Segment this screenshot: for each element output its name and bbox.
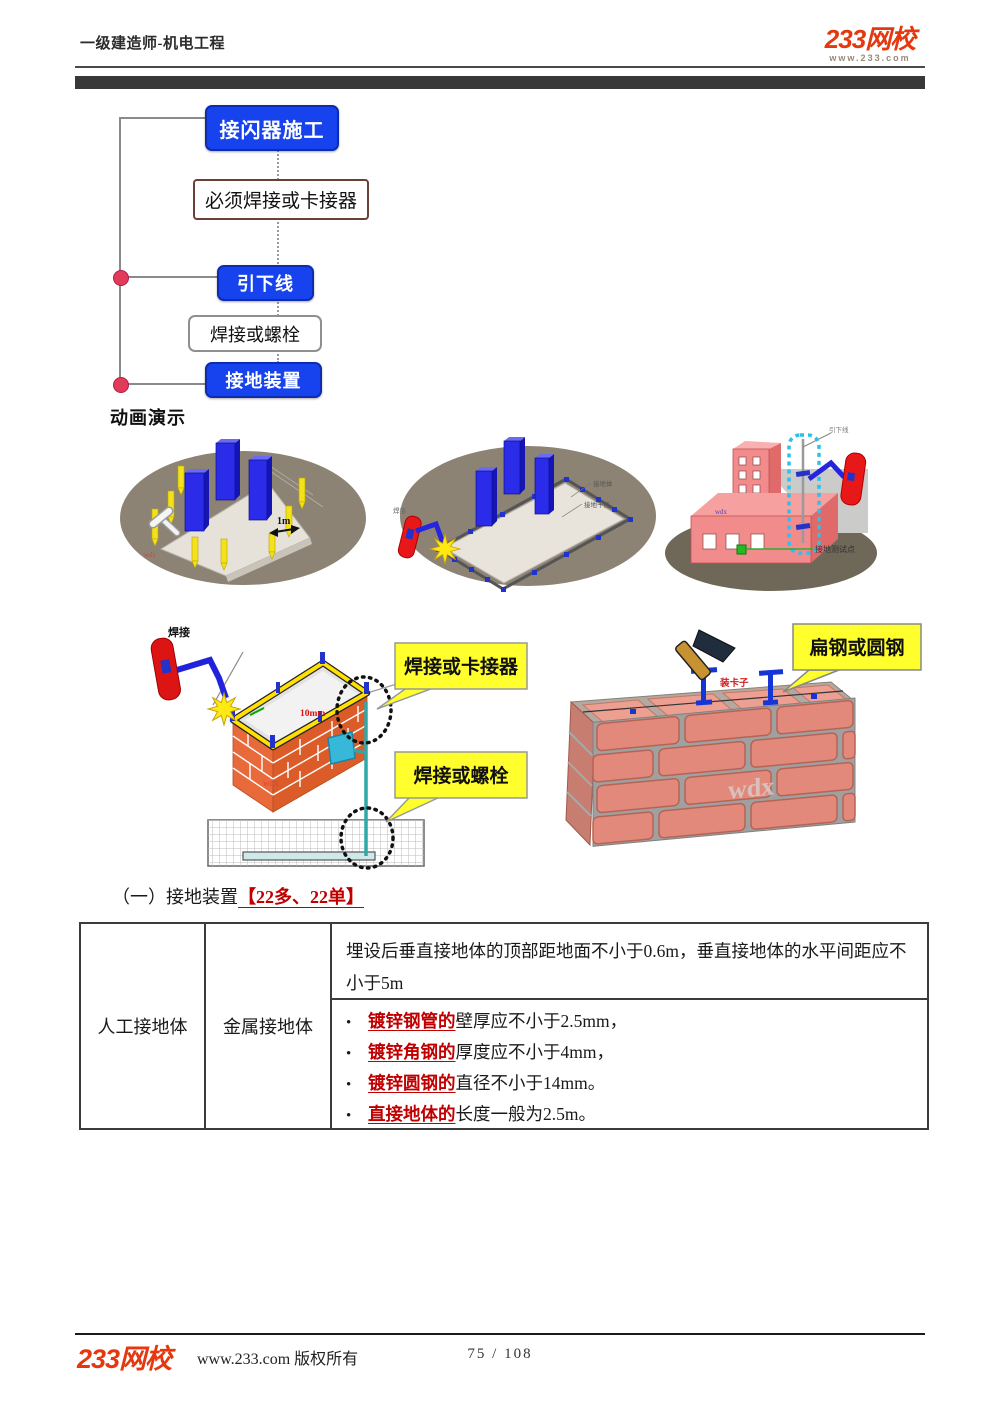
weld-spark xyxy=(206,691,242,727)
torch-cable xyxy=(415,520,446,544)
illustration-welding-grid: wdx 焊接 接地体 xyxy=(393,437,656,592)
flow-branch-line-3 xyxy=(119,383,205,385)
weld-label: 焊接 xyxy=(168,625,190,639)
test-point-marker xyxy=(736,544,747,555)
brick-mortar-lines xyxy=(232,706,368,796)
illustration-earth-electrodes: wdx xyxy=(120,439,366,585)
clip-label: 装卡子 xyxy=(719,677,749,689)
flow-node-dot-1 xyxy=(113,270,129,286)
watermark-red: wdx xyxy=(263,778,279,788)
flow-node-dot-2 xyxy=(113,377,129,393)
logo-url-text: www.233.com xyxy=(829,53,911,64)
watermark-blue: wdx xyxy=(715,508,728,516)
blue-electrode-pillars xyxy=(184,439,272,532)
header-course-title: 一级建造师-机电工程 xyxy=(80,36,225,52)
callout-weld-bolt: 焊接或螺栓 xyxy=(385,751,528,823)
footer-logo: 233网校 xyxy=(77,1344,172,1374)
table-cell-bullet-requirements: •镀锌钢管的壁厚应不小于2.5mm， •镀锌角钢的厚度应不小于4mm， •镀锌圆… xyxy=(332,1000,927,1128)
roof-dim-label: 10mm xyxy=(300,709,325,719)
header-logo: 233网校 www.233.com xyxy=(810,24,930,64)
blue-electrode-pillars xyxy=(475,437,554,527)
down-lead-label: 引下线 xyxy=(829,425,849,434)
test-point-label: 接地测试点 xyxy=(815,544,855,554)
flow-box-weld-or-clamp: 必须焊接或卡接器 xyxy=(193,179,369,220)
hammer-icon xyxy=(148,506,181,537)
flow-dotted-connector xyxy=(277,147,279,363)
illustration-building-downlead: wdx 引下线 接地测试点 xyxy=(665,425,877,591)
highlight-dotted-top xyxy=(335,675,393,745)
welding-torch-icon xyxy=(840,452,867,506)
svg-text:1m: 1m xyxy=(277,516,291,527)
diagram-labels: 接地体 接地干线 xyxy=(561,479,613,518)
svg-text:焊接或卡接器: 焊接或卡接器 xyxy=(404,655,519,678)
ground-plate xyxy=(442,482,626,584)
footer-copyright: www.233.com 版权所有 xyxy=(197,1351,359,1368)
exam-tag: 【22多、22单】 xyxy=(238,887,364,907)
bullet-line: •镀锌钢管的壁厚应不小于2.5mm， xyxy=(346,1011,628,1031)
logo-233-text: 233网校 xyxy=(824,24,916,54)
illustration-house-downconductor: wdx 10mm xyxy=(150,625,528,870)
section-heading: （一）接地装置【22多、22单】 xyxy=(112,883,364,909)
flat-steel-line xyxy=(582,690,844,713)
bullet-line: •直接地体的长度一般为2.5m。 xyxy=(346,1104,596,1124)
wall-plate xyxy=(327,731,356,765)
callout-weld-clamp: 焊接或卡接器 xyxy=(376,642,528,710)
highlight-dotted-bottom xyxy=(339,806,395,870)
flow-vertical-line xyxy=(119,117,121,385)
annex-windows xyxy=(702,533,765,550)
illustration-brick-wall-clamps: wdx 装卡子 扁钢或圆钢 xyxy=(565,623,922,847)
wall-front-face: wdx xyxy=(592,697,856,847)
flow-box-lightning-rod: 接闪器施工 xyxy=(205,105,339,151)
hammer-icon xyxy=(675,629,736,681)
animation-caption: 动画演示 xyxy=(110,408,186,428)
table-cell-artificial-earth: 人工接地体 xyxy=(81,924,206,1128)
weld-spark xyxy=(428,533,462,565)
highlight-dashed-box xyxy=(787,433,821,555)
header-dark-bar xyxy=(75,76,925,89)
svg-text:扁钢或圆钢: 扁钢或圆钢 xyxy=(809,636,904,659)
section-title: （一）接地装置 xyxy=(112,887,238,907)
svg-text:接地体: 接地体 xyxy=(593,479,613,488)
svg-text:接地干线: 接地干线 xyxy=(584,500,611,509)
callout-flat-round-steel: 扁钢或圆钢 xyxy=(782,623,922,693)
svg-text:焊接或螺栓: 焊接或螺栓 xyxy=(413,764,508,787)
watermark-red: wdx xyxy=(144,551,157,559)
torch-cable xyxy=(176,656,229,699)
flow-branch-line-1 xyxy=(119,117,205,119)
torch-cable xyxy=(807,459,846,482)
flow-branch-line-2 xyxy=(119,276,217,278)
welding-torch-icon xyxy=(397,515,422,559)
bullet-line: •镀锌圆钢的直径不小于14mm。 xyxy=(346,1073,606,1093)
footer-rule xyxy=(75,1333,925,1335)
flow-box-grounding-device: 接地装置 xyxy=(205,362,322,398)
weld-label-small: 焊接 xyxy=(393,506,407,515)
footer-page-number: 75 / 108 xyxy=(467,1346,533,1362)
flow-box-weld-or-bolt: 焊接或螺栓 xyxy=(188,315,322,352)
table-cell-metal-earth: 金属接地体 xyxy=(206,924,332,1128)
flow-box-down-lead: 引下线 xyxy=(217,265,314,301)
watermark-text: wdx xyxy=(728,772,774,805)
header-rule xyxy=(75,66,925,68)
dimension-1m: 1m xyxy=(269,516,300,537)
buried-ground-plate xyxy=(242,851,376,861)
bullet-line: •镀锌角钢的厚度应不小于4mm， xyxy=(346,1042,614,1062)
table-cell-general-requirement: 埋设后垂直接地体的顶部距地面不小于0.6m，垂直接地体的水平间距应不小于5m xyxy=(332,924,927,1000)
grounding-table: 人工接地体 金属接地体 埋设后垂直接地体的顶部距地面不小于0.6m，垂直接地体的… xyxy=(79,922,929,1130)
